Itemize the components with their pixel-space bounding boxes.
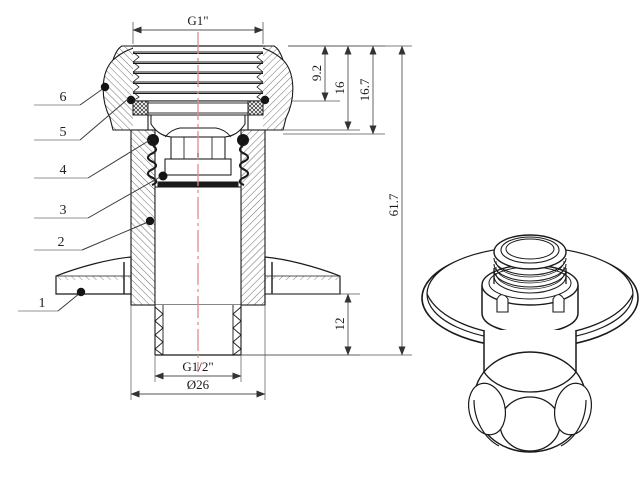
dimension-label-12: 12 [332, 318, 347, 331]
balloon-6: 6 [34, 82, 110, 106]
flange-disc [55, 256, 341, 295]
section-view [55, 32, 341, 372]
isometric-view [421, 234, 639, 453]
dimension-label-g1: G1" [187, 13, 208, 28]
balloon-1: 1 [18, 287, 86, 312]
balloon-label-2: 2 [58, 235, 65, 250]
iso-collar-ring [481, 264, 579, 334]
dimension-label-16-7: 16.7 [357, 78, 372, 101]
detail-node-3 [158, 171, 168, 181]
balloon-2: 2 [34, 216, 155, 251]
dimension-diameter-26: Ø26 [130, 305, 266, 400]
balloon-3: 3 [34, 176, 161, 219]
balloon-label-3: 3 [60, 203, 67, 218]
balloon-label-5: 5 [60, 125, 67, 140]
balloon-label-1: 1 [39, 296, 46, 311]
dimension-annotations: G1" 9.2 16 16.7 61.7 [130, 13, 412, 400]
iso-threaded-neck [493, 234, 567, 294]
balloon-4: 4 [34, 139, 151, 179]
dimension-label-9-2: 9.2 [309, 65, 324, 81]
dimension-g1: G1" [132, 13, 264, 44]
item-balloons: 6 5 4 3 2 1 [18, 82, 161, 312]
dimension-label-16: 16 [332, 81, 347, 95]
balloon-label-4: 4 [60, 163, 67, 178]
dimension-label-61-7: 61.7 [386, 193, 401, 216]
iso-faceted-body [467, 330, 593, 453]
dimension-label-diameter-26: Ø26 [187, 377, 210, 392]
balloon-5: 5 [34, 98, 129, 141]
balloon-label-6: 6 [60, 90, 67, 105]
dimension-label-g-half: G1/2" [182, 359, 213, 374]
dimension-12: 12 [241, 293, 360, 356]
dimension-g-half: G1/2" [154, 355, 242, 382]
